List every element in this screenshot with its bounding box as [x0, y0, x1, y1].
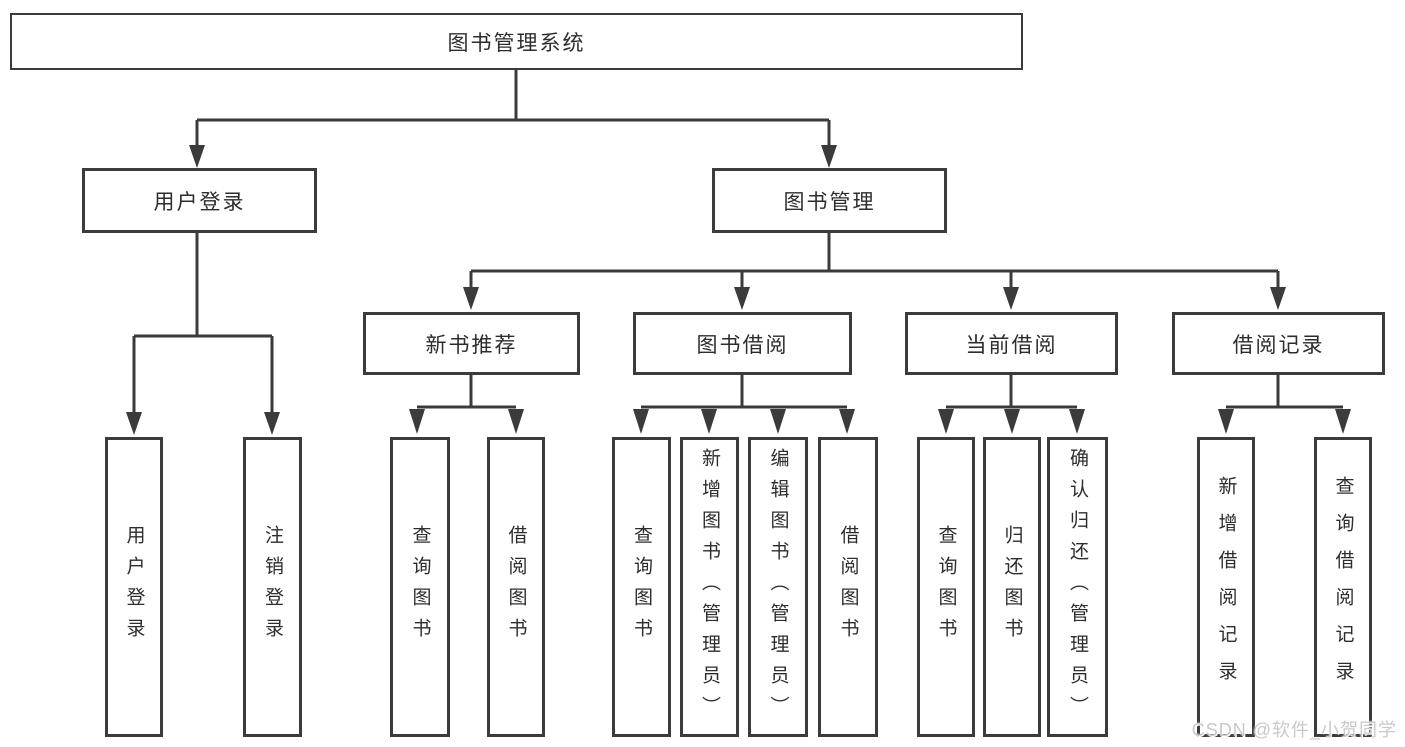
leaf-user-login: 用户登录	[105, 437, 163, 737]
leaf-add-book-admin-label: 新增图书（管理员）	[699, 447, 720, 727]
node-current-borrowing-label: 当前借阅	[965, 333, 1058, 357]
leaf-search-books-borrowing: 查询图书	[612, 437, 671, 737]
leaf-confirm-return-admin-label: 确认归还（管理员）	[1067, 447, 1088, 727]
leaf-search-books-recommend-label: 查询图书	[409, 525, 431, 649]
leaf-search-borrow-record-label: 查询借阅记录	[1332, 476, 1354, 698]
node-book-borrowing-label: 图书借阅	[696, 333, 789, 357]
arrow-down-icon	[938, 409, 954, 434]
leaf-add-book-admin: 新增图书（管理员）	[680, 437, 739, 737]
arrow-down-icon	[770, 409, 786, 434]
node-new-book-recommendation-label: 新书推荐	[425, 333, 518, 357]
arrow-down-icon	[701, 409, 717, 434]
leaf-add-borrow-record-label: 新增借阅记录	[1215, 476, 1237, 698]
leaf-logout-label: 注销登录	[262, 525, 283, 649]
arrow-down-icon	[463, 287, 479, 310]
node-root-label: 图书管理系统	[447, 31, 586, 55]
csdn-watermark: CSDN @软件_小贺同学	[1191, 720, 1397, 740]
node-user-login-label: 用户登录	[153, 190, 246, 214]
arrow-down-icon	[264, 412, 280, 435]
node-book-management-label: 图书管理	[783, 190, 876, 214]
leaf-borrow-books-recommend: 借阅图书	[487, 437, 545, 737]
node-book-management: 图书管理	[712, 168, 947, 233]
leaf-return-books-label: 归还图书	[1001, 525, 1023, 649]
leaf-search-books-current: 查询图书	[917, 437, 975, 737]
leaf-search-books-recommend: 查询图书	[390, 437, 450, 737]
leaf-edit-book-admin-label: 编辑图书（管理员）	[767, 447, 789, 727]
node-user-login: 用户登录	[82, 168, 317, 233]
leaf-search-books-borrowing-label: 查询图书	[631, 525, 652, 649]
arrow-down-icon	[409, 409, 425, 434]
node-current-borrowing: 当前借阅	[905, 312, 1118, 375]
arrow-down-icon	[126, 412, 142, 435]
arrow-down-icon	[1218, 409, 1234, 434]
arrow-down-icon	[1270, 287, 1286, 310]
arrow-down-icon	[508, 409, 524, 434]
leaf-return-books: 归还图书	[983, 437, 1041, 737]
leaf-logout: 注销登录	[243, 437, 302, 737]
arrow-down-icon	[1335, 409, 1351, 434]
leaf-edit-book-admin: 编辑图书（管理员）	[748, 437, 808, 737]
leaf-search-books-current-label: 查询图书	[935, 525, 957, 649]
node-new-book-recommendation: 新书推荐	[363, 312, 580, 375]
arrow-down-icon	[1069, 409, 1085, 434]
leaf-borrow-books-recommend-label: 借阅图书	[505, 525, 527, 649]
arrow-down-icon	[1004, 409, 1020, 434]
node-borrowing-records: 借阅记录	[1172, 312, 1385, 375]
arrow-down-icon	[839, 409, 855, 434]
node-root: 图书管理系统	[10, 13, 1023, 70]
leaf-add-borrow-record: 新增借阅记录	[1197, 437, 1255, 737]
leaf-search-borrow-record: 查询借阅记录	[1314, 437, 1372, 737]
leaf-borrow-books-borrowing: 借阅图书	[818, 437, 878, 737]
node-borrowing-records-label: 借阅记录	[1232, 333, 1325, 357]
leaf-borrow-books-borrowing-label: 借阅图书	[837, 525, 859, 649]
arrow-down-icon	[1003, 287, 1019, 310]
arrow-down-icon	[821, 145, 837, 168]
arrow-down-icon	[734, 287, 750, 310]
leaf-user-login-label: 用户登录	[123, 525, 145, 649]
arrow-down-icon	[633, 409, 649, 434]
arrow-down-icon	[189, 145, 205, 168]
leaf-confirm-return-admin: 确认归还（管理员）	[1047, 437, 1108, 737]
node-book-borrowing: 图书借阅	[633, 312, 852, 375]
